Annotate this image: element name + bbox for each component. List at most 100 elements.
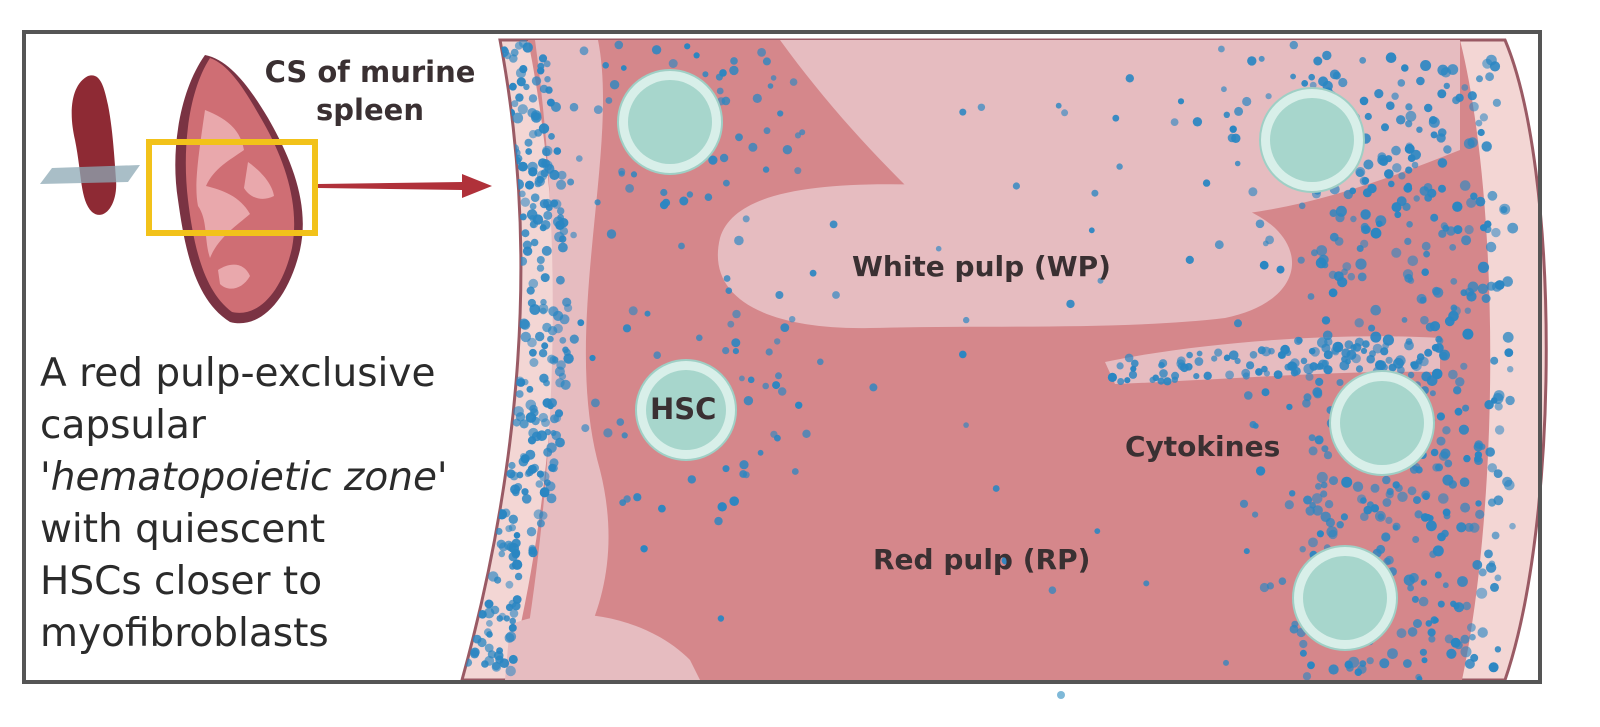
- cytokine-dot: [725, 287, 733, 295]
- cell-bottom-right: [1292, 545, 1398, 651]
- cytokine-dot: [530, 408, 539, 417]
- cytokine-dot: [1221, 86, 1227, 93]
- cytokine-dot: [1454, 407, 1463, 416]
- cytokine-dot: [693, 52, 700, 59]
- cytokine-dot: [1475, 500, 1482, 507]
- cytokine-dot: [1430, 448, 1439, 457]
- cytokine-dot: [1397, 491, 1408, 502]
- cytokine-dot: [1377, 695, 1385, 703]
- cytokine-dot: [1382, 498, 1392, 507]
- cytokine-dot: [1462, 601, 1472, 611]
- cytokine-dot: [1494, 280, 1505, 290]
- cytokine-dot: [511, 601, 521, 611]
- cytokine-dot: [775, 291, 784, 299]
- cytokine-dot: [535, 480, 544, 488]
- cytokine-dot: [1436, 436, 1446, 446]
- cytokine-dot: [1494, 574, 1502, 582]
- cytokine-dot: [679, 196, 689, 206]
- cytokine-dot: [1308, 537, 1318, 548]
- cytokine-dot: [1485, 447, 1495, 457]
- cytokine-dot: [1485, 562, 1497, 573]
- cytokine-dot: [520, 331, 531, 343]
- cytokine-dot: [1307, 293, 1315, 300]
- cytokine-dot: [526, 209, 538, 220]
- cytokine-dot: [1424, 348, 1433, 357]
- cytokine-dot: [1388, 363, 1397, 372]
- cytokine-dot: [1341, 355, 1348, 363]
- cytokine-dot: [1381, 123, 1389, 132]
- cytokine-dot: [1442, 474, 1454, 486]
- cytokine-dot: [505, 580, 514, 589]
- cytokine-dot: [1461, 235, 1472, 246]
- cytokine-dot: [1429, 390, 1436, 397]
- cytokine-dot: [1125, 74, 1135, 83]
- cytokine-dot: [1284, 500, 1294, 510]
- cytokine-dot: [1258, 55, 1265, 62]
- cytokine-dot: [529, 203, 537, 210]
- cytokine-dot: [1355, 20, 1363, 28]
- cytokine-dot: [1241, 368, 1251, 378]
- cytokine-dot: [782, 145, 793, 155]
- cytokine-dot: [1234, 160, 1241, 167]
- cytokine-dot: [1407, 627, 1418, 637]
- cytokine-dot: [757, 449, 764, 456]
- cytokine-dot: [525, 449, 536, 460]
- cytokine-dot: [1299, 639, 1308, 649]
- cytokine-dot: [1423, 183, 1433, 192]
- cytokine-dot: [622, 324, 632, 333]
- cytokine-dot: [1442, 426, 1451, 435]
- cytokine-dot: [1366, 657, 1374, 665]
- cytokine-dot: [1385, 52, 1397, 63]
- cytokine-dot: [1428, 116, 1440, 128]
- cytokine-dot: [560, 379, 571, 390]
- cytokine-dot: [1337, 277, 1348, 288]
- cytokine-dot: [531, 76, 542, 86]
- cytokine-dot: [531, 416, 540, 426]
- cytokine-dot: [518, 161, 528, 172]
- cytokine-dot: [549, 355, 559, 365]
- cytokine-dot: [1405, 338, 1413, 345]
- cytokine-dot: [1431, 344, 1440, 352]
- cytokine-dot: [1335, 213, 1345, 223]
- cytokine-dot: [1286, 403, 1293, 411]
- cytokine-dot: [541, 159, 550, 168]
- cytokine-dot: [1278, 577, 1287, 585]
- cytokine-dot: [702, 71, 709, 78]
- cytokine-dot: [1266, 582, 1274, 590]
- cytokine-dot: [1229, 125, 1237, 133]
- cytokine-dot: [809, 269, 817, 277]
- cytokine-dot: [729, 496, 739, 507]
- cytokine-dot: [514, 572, 523, 581]
- cytokine-dot: [1464, 522, 1474, 532]
- cytokine-dot: [1411, 595, 1419, 603]
- cytokine-dot: [1231, 133, 1241, 143]
- cytokine-dot: [1322, 50, 1332, 61]
- cytokine-dot: [1320, 490, 1328, 498]
- cytokine-dot: [521, 494, 532, 504]
- cytokine-dot: [1171, 371, 1180, 380]
- cytokine-dot: [1252, 423, 1259, 429]
- cytokine-dot: [1443, 82, 1451, 90]
- cytokine-dot: [1048, 586, 1057, 594]
- cytokine-dot: [498, 550, 506, 558]
- cytokine-dot: [1494, 425, 1505, 435]
- cytokine-dot: [1461, 84, 1469, 91]
- cytokine-dot: [1368, 324, 1376, 332]
- cytokine-dot: [1312, 505, 1323, 516]
- cytokine-dot: [547, 335, 554, 343]
- cytokine-dot: [1476, 75, 1483, 83]
- cytokine-dot: [509, 82, 517, 91]
- cytokine-dot: [625, 184, 634, 193]
- cytokine-dot: [1310, 699, 1320, 709]
- cytokine-dot: [472, 634, 482, 644]
- cytokine-dot: [1159, 359, 1168, 368]
- cytokine-dot: [1394, 211, 1402, 219]
- cytokine-dot: [536, 519, 545, 528]
- cytokine-dot: [1214, 348, 1223, 357]
- cytokine-dot: [508, 623, 517, 632]
- cytokine-dot: [1252, 511, 1259, 518]
- figure-title-line-2: spleen: [316, 93, 424, 127]
- cytokine-dot: [1387, 648, 1398, 659]
- cytokine-dot: [1463, 454, 1471, 463]
- cell-hsc: [635, 359, 737, 461]
